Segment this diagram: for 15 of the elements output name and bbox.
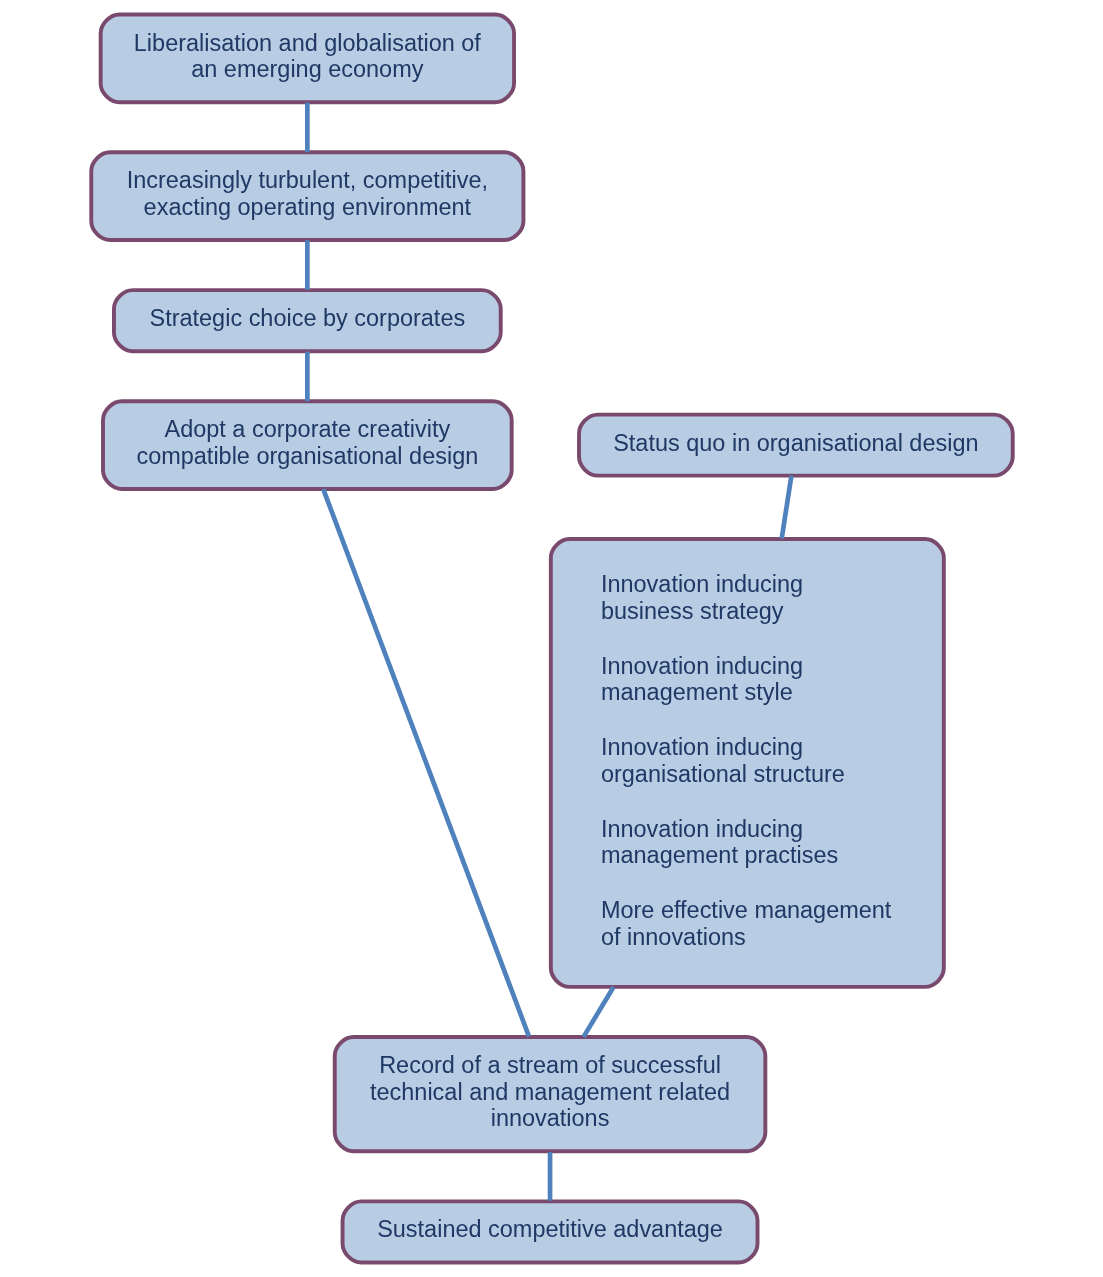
node-box: Increasingly turbulent, competitive, exacting operating environment [88, 150, 525, 242]
node-box: Liberalisation and globalisation of an emerging economy [98, 12, 516, 105]
connector [778, 475, 794, 539]
node-box: Adopt a corporate creativity compatible organisational design [100, 399, 514, 491]
connector [320, 488, 531, 1038]
connector [304, 351, 310, 402]
connector [304, 240, 310, 290]
node-box: Record of a stream of successful technical and management related innovations [332, 1035, 767, 1154]
connector [304, 102, 310, 153]
node-box: Innovation inducing business strategy Innovation inducing management style Innovation inducing organisational structure Innovation inducing management practises More effective management of innovations [548, 537, 946, 989]
node-box: Sustained competitive advantage [340, 1199, 759, 1265]
connector [547, 1152, 552, 1201]
connector [581, 985, 616, 1039]
node-box: Status quo in organisational design [576, 412, 1015, 478]
node-box: Strategic choice by corporates [111, 288, 503, 354]
